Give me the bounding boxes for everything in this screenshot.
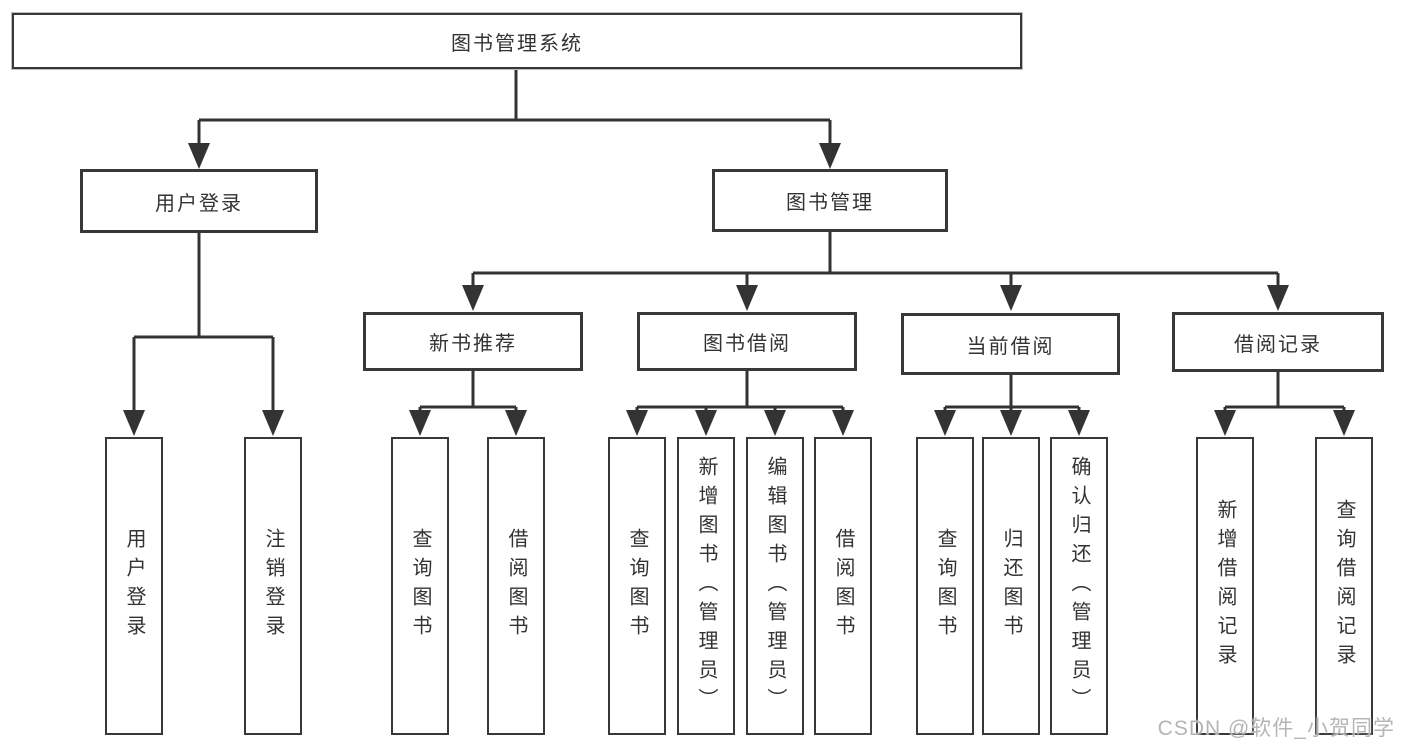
node-user-login: 用户登录 — [80, 169, 318, 233]
leaf-query-books-borrow: 查询图书 — [608, 437, 666, 735]
leaf-add-book-admin: 新增图书（管理员） — [677, 437, 735, 735]
leaf-borrow-books-recommend: 借阅图书 — [487, 437, 545, 735]
leaf-label: 用户登录 — [123, 528, 145, 644]
watermark: CSDN @软件_小贺同学 — [1157, 717, 1395, 740]
leaf-add-borrow-record: 新增借阅记录 — [1196, 437, 1254, 735]
node-book-management: 图书管理 — [712, 169, 948, 232]
leaf-label: 编辑图书（管理员） — [764, 455, 786, 717]
node-current-borrowing: 当前借阅 — [901, 313, 1120, 375]
node-book-borrowing: 图书借阅 — [637, 312, 857, 371]
leaf-logout: 注销登录 — [244, 437, 302, 735]
leaf-label: 借阅图书 — [832, 528, 854, 644]
leaf-confirm-return-admin: 确认归还（管理员） — [1050, 437, 1108, 735]
leaf-label: 归还图书 — [1000, 528, 1022, 644]
leaf-label: 查询借阅记录 — [1333, 499, 1355, 673]
leaf-query-books-current: 查询图书 — [916, 437, 974, 735]
arrowhead-icons — [123, 143, 1355, 436]
branch-lines — [134, 69, 1344, 409]
node-borrowing-records: 借阅记录 — [1172, 312, 1384, 372]
node-library-management-system: 图书管理系统 — [12, 13, 1022, 69]
leaf-label: 查询图书 — [409, 528, 431, 644]
leaf-query-borrow-record: 查询借阅记录 — [1315, 437, 1373, 735]
leaf-label: 注销登录 — [262, 528, 284, 644]
leaf-return-books: 归还图书 — [982, 437, 1040, 735]
leaf-borrow-books: 借阅图书 — [814, 437, 872, 735]
node-new-book-recommend: 新书推荐 — [363, 312, 583, 371]
leaf-label: 查询图书 — [934, 528, 956, 644]
leaf-user-login: 用户登录 — [105, 437, 163, 735]
leaf-label: 新增图书（管理员） — [695, 455, 717, 717]
leaf-label: 确认归还（管理员） — [1068, 455, 1090, 717]
leaf-edit-book-admin: 编辑图书（管理员） — [746, 437, 804, 735]
leaf-label: 借阅图书 — [505, 528, 527, 644]
leaf-query-books-recommend: 查询图书 — [391, 437, 449, 735]
leaf-label: 新增借阅记录 — [1214, 499, 1236, 673]
leaf-label: 查询图书 — [626, 528, 648, 644]
